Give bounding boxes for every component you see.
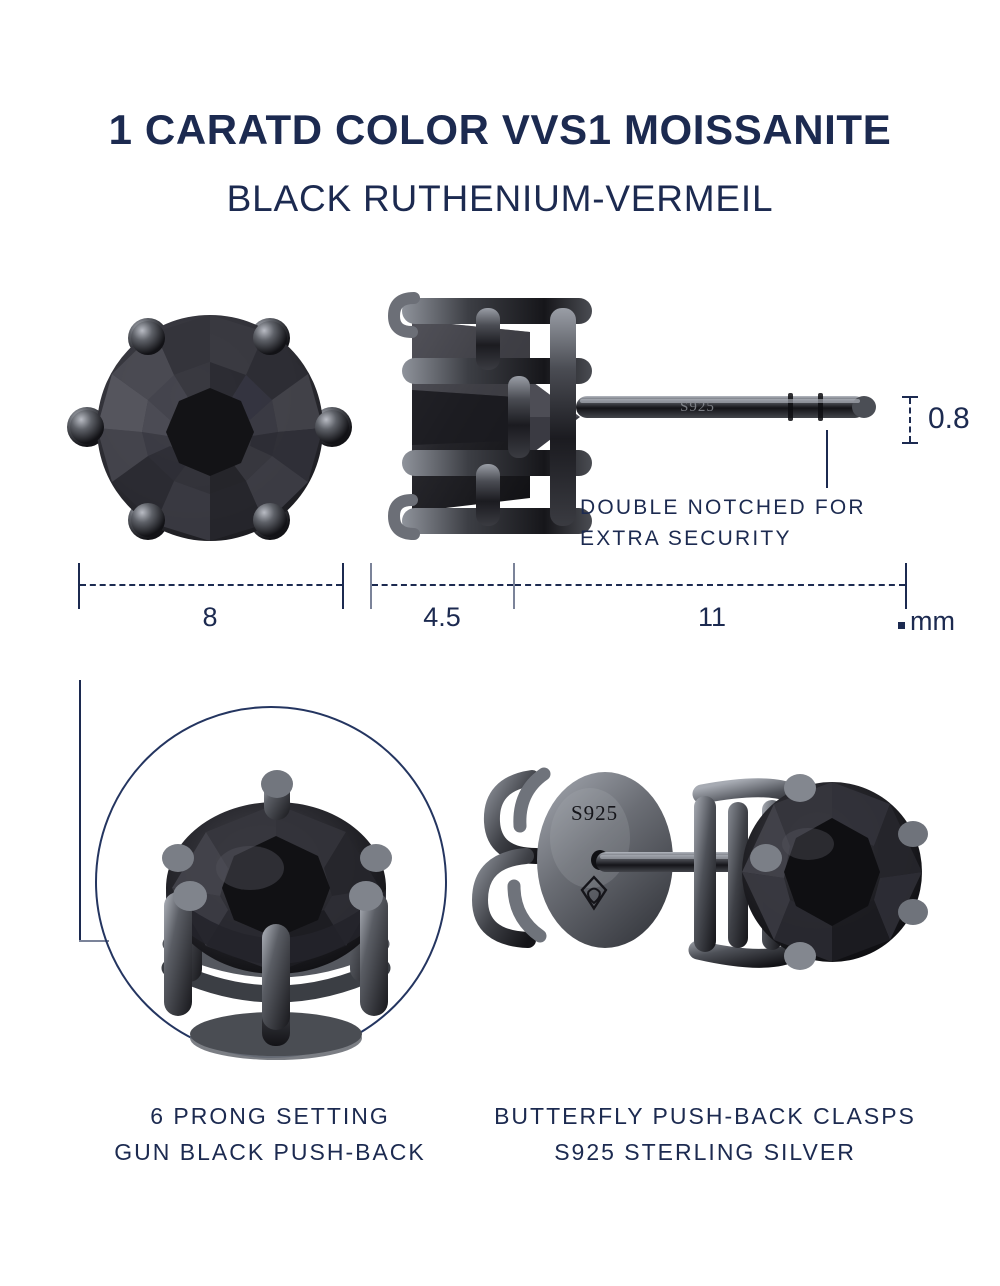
notch-callout-line-2: EXTRA SECURITY	[580, 527, 792, 550]
clasp-engraving-s925: S925	[571, 801, 618, 825]
basket-strut-right	[550, 308, 576, 526]
ruler-dash-11	[515, 584, 905, 586]
left-caption-line-2: GUN BLACK PUSH-BACK	[114, 1139, 426, 1165]
prong-setting-detail	[118, 740, 428, 1060]
dimension-unit-group: mm	[898, 606, 955, 637]
notch-2	[818, 393, 823, 421]
ruler-tick-gem-end	[342, 563, 344, 609]
left-caption-line-1: 6 PRONG SETTING	[150, 1103, 390, 1129]
page-subtitle: BLACK RUTHENIUM-VERMEIL	[226, 178, 774, 219]
post-thickness-value: 0.8	[928, 402, 970, 435]
earring-post	[576, 393, 876, 421]
stud-gem-table	[784, 818, 880, 926]
notch-leader-line	[826, 430, 828, 488]
detail-prongs-front	[162, 770, 392, 1030]
gem-top-view	[60, 280, 360, 560]
notch-1	[788, 393, 793, 421]
gem-table	[166, 388, 254, 476]
gem-prong-tips	[70, 321, 349, 537]
ruler-dash-45	[372, 584, 513, 586]
basket-rail-upper	[402, 358, 592, 384]
ruler-tick-end	[905, 563, 907, 609]
brand-logo-mark	[580, 875, 608, 911]
right-caption: BUTTERFLY PUSH-BACK CLASPS S925 STERLING…	[470, 1098, 940, 1170]
right-caption-line-1: BUTTERFLY PUSH-BACK CLASPS	[494, 1103, 916, 1129]
notch-callout: DOUBLE NOTCHED FOR EXTRA SECURITY	[580, 492, 980, 554]
post-thickness-marker	[902, 396, 918, 444]
setting-side-view: S925	[380, 280, 900, 550]
ruler-tick-setting-start	[370, 563, 372, 609]
stud-prong-tips	[750, 774, 928, 970]
dimension-setting-depth: 4.5	[423, 602, 461, 632]
basket-rail-top	[402, 298, 592, 324]
dimension-post-length: 11	[697, 602, 727, 632]
right-caption-line-2: S925 STERLING SILVER	[554, 1139, 856, 1165]
left-caption: 6 PRONG SETTING GUN BLACK PUSH-BACK	[40, 1098, 500, 1170]
dimension-unit: mm	[910, 606, 955, 636]
butterfly-clasp-view: S925	[470, 760, 940, 1060]
ruler-tick-start	[78, 563, 80, 609]
basket-rail-lower	[402, 450, 592, 476]
post-engraving: S925	[680, 399, 715, 415]
unit-bullet-icon	[898, 622, 905, 630]
detail-bracket-vertical	[79, 680, 81, 942]
notch-callout-line-1: DOUBLE NOTCHED FOR	[580, 496, 866, 519]
ruler-dash-8	[80, 584, 342, 586]
dimension-gem-width: 8	[202, 602, 218, 632]
page-title: 1 CARATD COLOR VVS1 MOISSANITE	[108, 106, 892, 153]
butterfly-wings	[471, 767, 551, 948]
ruler-tick-setting-end	[513, 563, 515, 609]
detail-bracket-foot	[79, 940, 109, 942]
